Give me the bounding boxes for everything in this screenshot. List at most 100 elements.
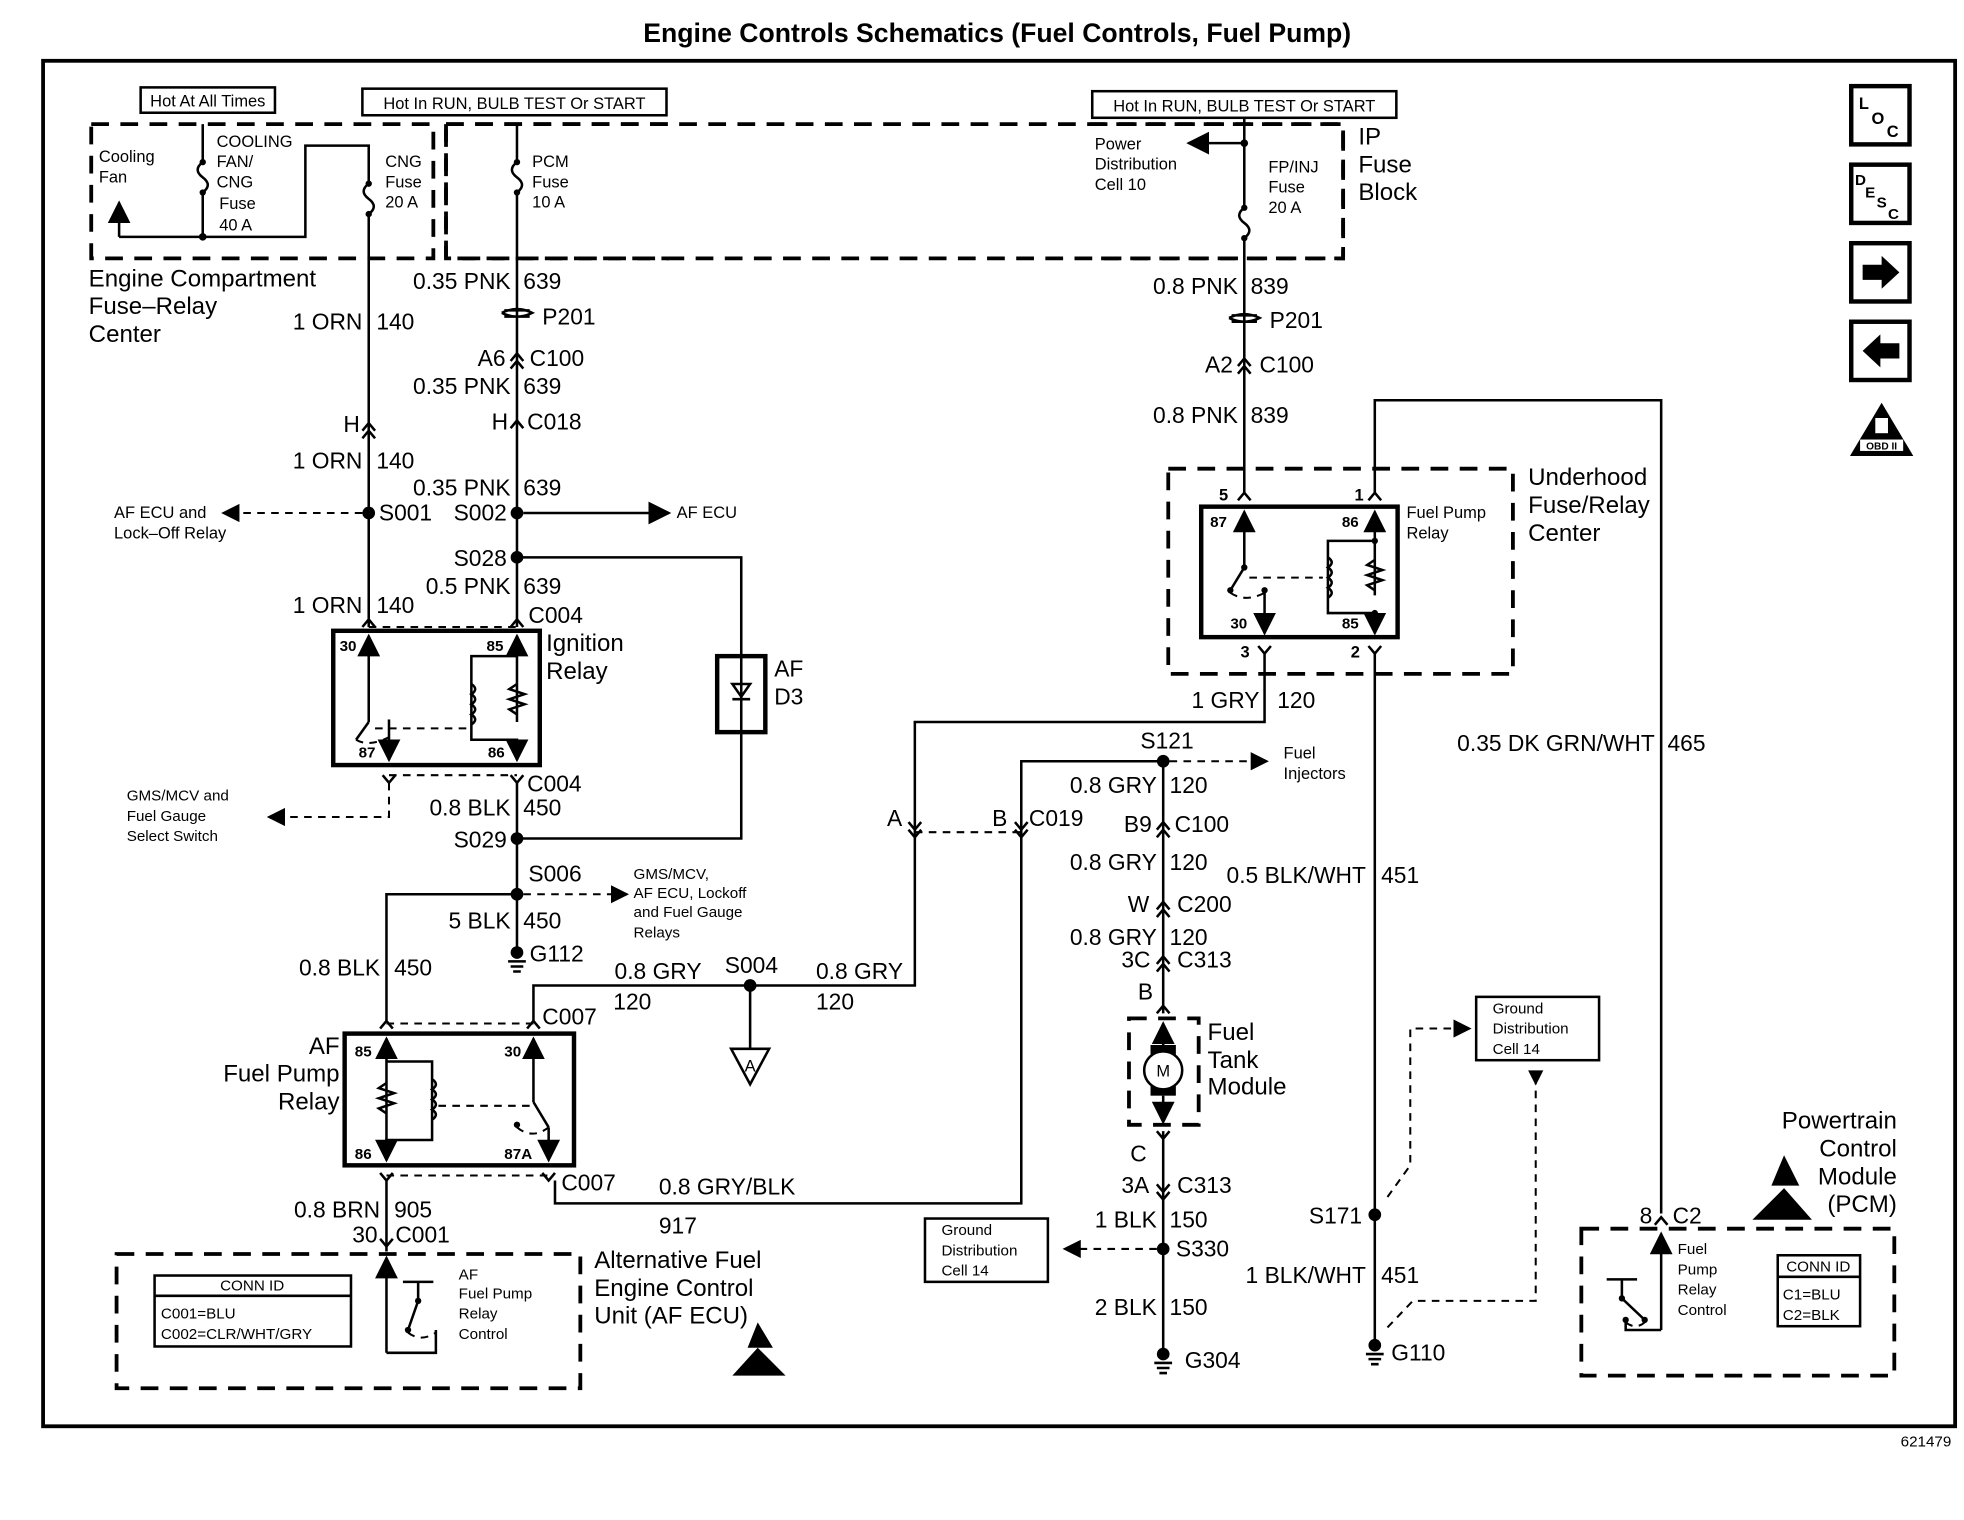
- svg-text:30: 30: [504, 1043, 521, 1060]
- svg-text:1 BLK/WHT: 1 BLK/WHT: [1246, 1262, 1366, 1288]
- esd-warning-icon: [1752, 1155, 1812, 1220]
- svg-text:Fuse: Fuse: [385, 173, 422, 191]
- svg-text:S002: S002: [454, 500, 507, 526]
- svg-text:Block: Block: [1358, 179, 1418, 206]
- svg-text:H: H: [343, 411, 359, 437]
- svg-text:150: 150: [1170, 1206, 1208, 1232]
- svg-text:P201: P201: [1270, 307, 1323, 333]
- ground-distribution-box-b: Ground Distribution Cell 14: [1474, 995, 1601, 1062]
- svg-text:Fuse–Relay: Fuse–Relay: [89, 293, 217, 320]
- svg-text:FAN/: FAN/: [217, 153, 254, 171]
- obd-ii-icon[interactable]: OBD II: [1849, 402, 1914, 456]
- svg-text:AF: AF: [774, 655, 803, 681]
- svg-text:40 A: 40 A: [219, 217, 252, 235]
- svg-text:S330: S330: [1176, 1236, 1229, 1262]
- svg-text:20 A: 20 A: [385, 194, 418, 212]
- svg-text:Powertrain: Powertrain: [1782, 1108, 1897, 1135]
- svg-text:Center: Center: [1528, 520, 1600, 547]
- svg-text:Fuel Pump: Fuel Pump: [1406, 504, 1486, 522]
- loc-icon[interactable]: LOC: [1849, 83, 1912, 147]
- diagram-title: Engine Controls Schematics (Fuel Control…: [643, 18, 1351, 48]
- cooling-fan: Cooling Fan: [99, 144, 370, 241]
- svg-text:GMS/MCV and: GMS/MCV and: [127, 788, 229, 805]
- svg-text:639: 639: [523, 373, 561, 399]
- svg-text:86: 86: [1342, 514, 1359, 531]
- svg-text:Module: Module: [1818, 1163, 1897, 1190]
- svg-text:120: 120: [1170, 924, 1208, 950]
- svg-text:CNG: CNG: [385, 153, 422, 171]
- svg-text:B: B: [992, 805, 1007, 831]
- svg-text:C018: C018: [527, 408, 582, 434]
- svg-text:C313: C313: [1177, 1172, 1232, 1198]
- svg-text:1 ORN: 1 ORN: [293, 308, 363, 334]
- svg-text:A: A: [887, 805, 903, 831]
- svg-text:30: 30: [1230, 615, 1247, 632]
- svg-text:1 BLK: 1 BLK: [1095, 1206, 1157, 1232]
- next-arrow-icon[interactable]: [1849, 240, 1912, 304]
- svg-text:C100: C100: [1175, 811, 1230, 837]
- svg-text:C002=CLR/WHT/GRY: C002=CLR/WHT/GRY: [161, 1326, 312, 1343]
- svg-text:0.5 PNK: 0.5 PNK: [426, 573, 511, 599]
- svg-text:C100: C100: [1259, 351, 1314, 377]
- svg-text:120: 120: [816, 989, 854, 1015]
- svg-text:Cell 14: Cell 14: [941, 1263, 988, 1280]
- prev-arrow-icon[interactable]: [1849, 319, 1912, 383]
- af-ecu-module: Alternative Fuel Engine Control Unit (AF…: [114, 1247, 786, 1391]
- svg-text:COOLING: COOLING: [217, 133, 293, 151]
- svg-text:C200: C200: [1177, 891, 1232, 917]
- svg-text:5: 5: [1219, 486, 1228, 504]
- svg-text:87: 87: [1210, 514, 1227, 531]
- svg-text:120: 120: [1170, 772, 1208, 798]
- cng-fuse: CNG Fuse 20 A: [362, 153, 422, 218]
- svg-text:C100: C100: [530, 345, 585, 371]
- figure-id: 621479: [1901, 1434, 1952, 1451]
- svg-text:87A: 87A: [504, 1146, 532, 1163]
- svg-text:G112: G112: [530, 940, 584, 966]
- pcm-module: Powertrain Control Module (PCM) 8 C2 Fue…: [1579, 1108, 1897, 1378]
- svg-text:S004: S004: [725, 952, 779, 978]
- svg-text:0.8 GRY: 0.8 GRY: [615, 958, 702, 984]
- wire-blk-450: 0.8 BLK 450 S029 S006 GMS/MCV, AF ECU, L…: [299, 782, 747, 1021]
- svg-text:C2=BLK: C2=BLK: [1783, 1307, 1840, 1324]
- svg-text:C019: C019: [1029, 805, 1084, 831]
- svg-text:0.35 DK GRN/WHT: 0.35 DK GRN/WHT: [1457, 730, 1655, 756]
- svg-text:Control: Control: [1678, 1302, 1727, 1319]
- wire-orn-140: 1 ORN 140 1 ORN 140 1 ORN 140 H S001 AF …: [114, 214, 432, 627]
- svg-text:Engine Control: Engine Control: [594, 1275, 753, 1302]
- svg-text:Unit (AF ECU): Unit (AF ECU): [594, 1303, 748, 1330]
- svg-text:CNG: CNG: [217, 173, 254, 191]
- cooling-fan-cng-fuse: COOLING FAN/ CNG Fuse 40 A: [196, 124, 293, 237]
- wire-pnk-639: 0.35 PNK 639 P201 A6 C100 0.35 PNK 639 H…: [413, 192, 743, 657]
- splice-s001: [362, 506, 376, 520]
- svg-text:85: 85: [355, 1043, 372, 1060]
- ground-distribution-box-a: Ground Distribution Cell 14: [923, 1217, 1050, 1284]
- svg-text:C: C: [1130, 1141, 1146, 1167]
- svg-text:Fuel Gauge: Fuel Gauge: [127, 808, 206, 825]
- svg-text:C004: C004: [528, 602, 583, 628]
- svg-text:Ground: Ground: [1493, 1000, 1544, 1017]
- svg-text:P201: P201: [542, 303, 595, 329]
- splice-s029: [510, 832, 524, 845]
- svg-text:A6: A6: [478, 345, 506, 371]
- svg-text:Relays: Relays: [634, 924, 681, 941]
- pcm-conn-id-table: CONN ID C1=BLU C2=BLK: [1776, 1254, 1862, 1328]
- svg-text:Ground: Ground: [941, 1222, 992, 1239]
- svg-text:Fuel: Fuel: [1208, 1019, 1255, 1046]
- svg-text:Fuel: Fuel: [1284, 745, 1316, 763]
- af-ecu-conn-id-table: CONN ID C001=BLU C002=CLR/WHT/GRY: [153, 1274, 353, 1348]
- svg-text:Fuel: Fuel: [1678, 1241, 1708, 1258]
- svg-text:839: 839: [1251, 402, 1289, 428]
- svg-text:CONN ID: CONN ID: [1786, 1259, 1850, 1276]
- svg-text:Center: Center: [89, 321, 161, 348]
- svg-text:Distribution: Distribution: [1095, 156, 1177, 174]
- wire-pnk-839: 0.8 PNK 839 P201 A2 C100 0.8 PNK 839: [1153, 273, 1323, 428]
- diagram-frame: [41, 58, 1958, 1429]
- svg-text:905: 905: [394, 1196, 432, 1222]
- svg-text:IP: IP: [1358, 123, 1381, 150]
- splice-s002: [510, 506, 524, 520]
- svg-text:20 A: 20 A: [1268, 199, 1301, 217]
- svg-text:0.8 BRN: 0.8 BRN: [294, 1196, 380, 1222]
- wire-gry-120-af: 0.8 GRY 120 S004 A 0.8 GRY 120 C007: [532, 829, 917, 1087]
- af-d3-diode: AF D3: [516, 653, 803, 840]
